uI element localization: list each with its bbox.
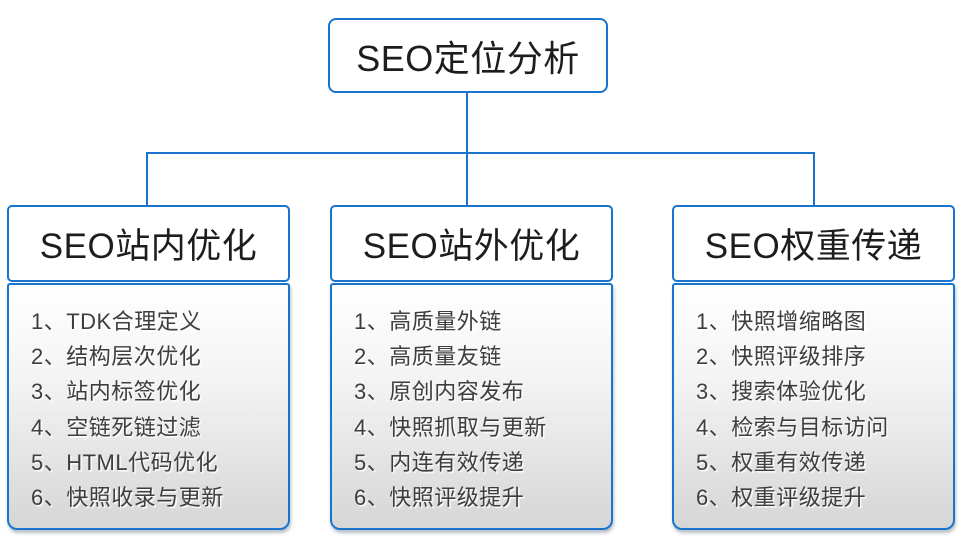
branch-header-onsite: SEO站内优化 xyxy=(7,205,290,282)
branch-header-onsite-title: SEO站内优化 xyxy=(39,227,258,266)
list-item: 4、检索与目标访问 xyxy=(696,414,889,440)
list-item: 4、空链死链过滤 xyxy=(31,414,202,440)
branch-list-offsite-items: 1、高质量外链 2、高质量友链 3、原创内容发布 4、快照抓取与更新 5、内连有… xyxy=(354,302,611,514)
list-item: 3、搜索体验优化 xyxy=(696,379,867,405)
connector-drop-left xyxy=(146,154,148,205)
list-item: 6、快照收录与更新 xyxy=(31,485,224,511)
list-item: 2、结构层次优化 xyxy=(31,343,202,369)
branch-list-weight: 1、快照增缩略图 2、快照评级排序 3、搜索体验优化 4、检索与目标访问 5、权… xyxy=(672,283,955,530)
branch-list-onsite-items: 1、TDK合理定义 2、结构层次优化 3、站内标签优化 4、空链死链过滤 5、H… xyxy=(31,302,288,514)
branch-header-offsite-title: SEO站外优化 xyxy=(362,227,581,266)
branch-header-weight-title: SEO权重传递 xyxy=(704,227,923,266)
branch-header-weight: SEO权重传递 xyxy=(672,205,955,282)
list-item: 6、权重评级提升 xyxy=(696,485,867,511)
branch-header-offsite: SEO站外优化 xyxy=(330,205,613,282)
branch-list-offsite: 1、高质量外链 2、高质量友链 3、原创内容发布 4、快照抓取与更新 5、内连有… xyxy=(330,283,613,530)
connector-root-vertical xyxy=(466,93,468,152)
connector-drop-middle xyxy=(466,154,468,205)
branch-list-weight-items: 1、快照增缩略图 2、快照评级排序 3、搜索体验优化 4、检索与目标访问 5、权… xyxy=(696,302,953,514)
connector-drop-right xyxy=(813,154,815,205)
list-item: 5、HTML代码优化 xyxy=(31,449,219,475)
list-item: 1、TDK合理定义 xyxy=(31,308,202,334)
list-item: 3、原创内容发布 xyxy=(354,379,525,405)
root-node-title: SEO定位分析 xyxy=(356,37,580,79)
list-item: 6、快照评级提升 xyxy=(354,485,525,511)
list-item: 4、快照抓取与更新 xyxy=(354,414,547,440)
branch-list-onsite: 1、TDK合理定义 2、结构层次优化 3、站内标签优化 4、空链死链过滤 5、H… xyxy=(7,283,290,530)
list-item: 2、快照评级排序 xyxy=(696,343,867,369)
list-item: 2、高质量友链 xyxy=(354,343,502,369)
list-item: 5、内连有效传递 xyxy=(354,449,525,475)
list-item: 5、权重有效传递 xyxy=(696,449,867,475)
list-item: 1、快照增缩略图 xyxy=(696,308,867,334)
connector-horizontal xyxy=(146,152,815,154)
list-item: 3、站内标签优化 xyxy=(31,379,202,405)
list-item: 1、高质量外链 xyxy=(354,308,502,334)
root-node: SEO定位分析 xyxy=(328,18,608,93)
